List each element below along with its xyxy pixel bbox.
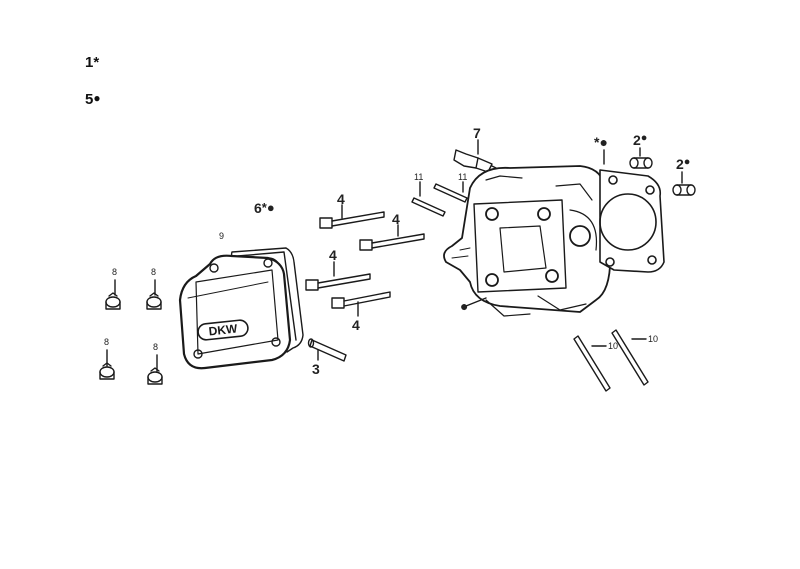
legend-number: 1 [85,54,94,71]
acorn-nut-1 [105,292,121,310]
callout-6: 6*● [254,200,275,216]
head-bolt-2 [359,233,425,251]
head-bolt-3 [305,273,371,291]
callout-7: 7 [473,125,481,141]
legend-item-1: 1* [85,55,99,70]
stud-11b [433,183,468,203]
acorn-nut-2 [146,292,162,310]
dowel-2a [629,157,653,169]
callout-10a: 10 [608,341,619,351]
cover-logo: DKW [208,321,239,338]
callout-4b: 4 [392,211,400,227]
head-gasket [599,169,665,273]
callout-8c: 8 [104,337,110,347]
asterisk-symbol: * [93,54,100,71]
cylinder-head [443,165,612,317]
callout-8d: 8 [153,342,159,352]
callout-11a: 11 [414,172,424,182]
dot-symbol: ● [93,91,101,105]
callout-4d: 4 [352,317,360,333]
spark-plug [453,149,501,173]
stud-10a [573,335,611,392]
callout-8b: 8 [151,267,157,277]
valve-cover [178,254,292,370]
head-bolt-1 [319,211,385,229]
callout-2b: 2● [676,156,691,172]
callout-2a: 2● [633,132,648,148]
legend-number: 5 [85,91,94,108]
head-bolt-4 [331,291,391,309]
legend-item-5: 5● [85,92,101,107]
acorn-nut-4 [147,367,163,385]
callout-4a: 4 [337,191,345,207]
dowel-2b [672,184,696,196]
callout-10b: 10 [648,334,659,344]
callout-9: 9 [219,231,225,241]
stud-10b [611,329,649,386]
callout-head-mark: ● [460,298,469,314]
callout-gasket-mark: *● [594,134,608,150]
callout-8a: 8 [112,267,118,277]
callout-4c: 4 [329,247,337,263]
callout-11b: 11 [458,172,468,182]
dowel-pin-3 [307,338,347,362]
stud-11a [411,197,446,217]
callout-3: 3 [312,361,320,377]
